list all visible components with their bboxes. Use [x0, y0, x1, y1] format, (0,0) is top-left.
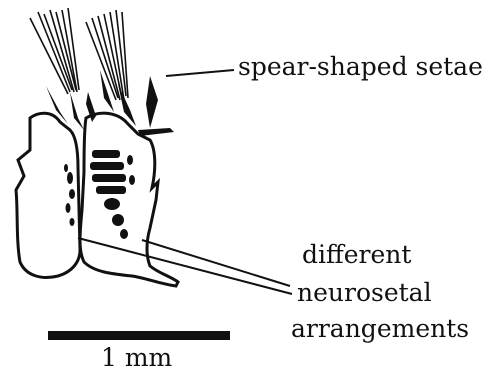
scale-bar-label: 1 mm	[101, 343, 172, 372]
neurosetal-label-line2: neurosetal	[297, 278, 432, 307]
left-setae-bundle	[30, 8, 79, 94]
scale-bar	[48, 331, 230, 340]
neurosetal-leader-line-1	[78, 238, 292, 294]
neurosetal-leader-line-2	[142, 240, 290, 286]
neurosetal-stipple-left	[64, 164, 75, 226]
setae-leader-line	[166, 70, 234, 76]
neurosetal-stipple-right	[90, 150, 135, 239]
spear-setae-label: spear-shaped setae	[238, 52, 483, 81]
neurosetal-label-line3: arrangements	[291, 314, 469, 343]
neurosetal-label-line1: different	[302, 240, 411, 269]
right-setae-bundle	[86, 10, 128, 100]
